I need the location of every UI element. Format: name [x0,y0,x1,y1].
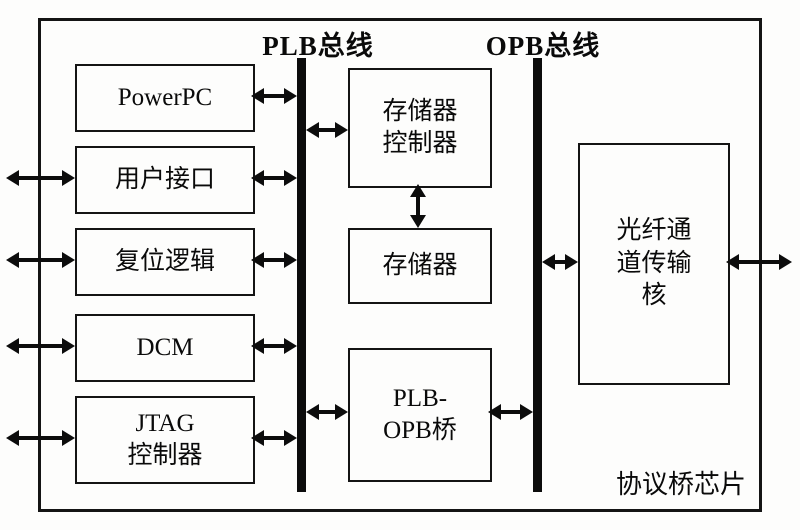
arrow-plb-memory-controller [306,122,348,138]
arrow-external-jtag [6,430,75,446]
block-powerpc: PowerPC [75,64,255,132]
arrow-dcm-plb [251,338,297,354]
block-fiber-channel-core: 光纤通 道传输 核 [578,143,730,385]
arrow-external-reset-logic [6,252,75,268]
block-plb-opb-bridge: PLB- OPB桥 [348,348,492,482]
arrow-bridge-opb [488,404,533,420]
arrow-powerpc-plb [251,88,297,104]
block-user-interface: 用户接口 [75,146,255,214]
opb-bus-label: OPB总线 [485,31,601,61]
plb-bus-bar [297,58,306,492]
block-memory: 存储器 [348,228,492,304]
arrow-user-interface-plb [251,170,297,186]
block-memory-controller: 存储器 控制器 [348,68,492,188]
arrow-reset-logic-plb [251,252,297,268]
arrow-external-dcm [6,338,75,354]
opb-bus-bar [533,58,542,492]
arrow-jtag-plb [251,430,297,446]
chip-label: 协议桥芯片 [615,470,746,499]
arrow-fiber-core-external [726,254,792,270]
arrow-plb-bridge [306,404,348,420]
block-dcm: DCM [75,314,255,382]
block-reset-logic: 复位逻辑 [75,228,255,296]
arrow-opb-fiber-core [542,254,578,270]
block-jtag-controller: JTAG 控制器 [75,396,255,484]
arrow-memory-controller-memory [410,184,426,228]
arrow-external-user-interface [6,170,75,186]
plb-bus-label: PLB总线 [262,31,374,61]
